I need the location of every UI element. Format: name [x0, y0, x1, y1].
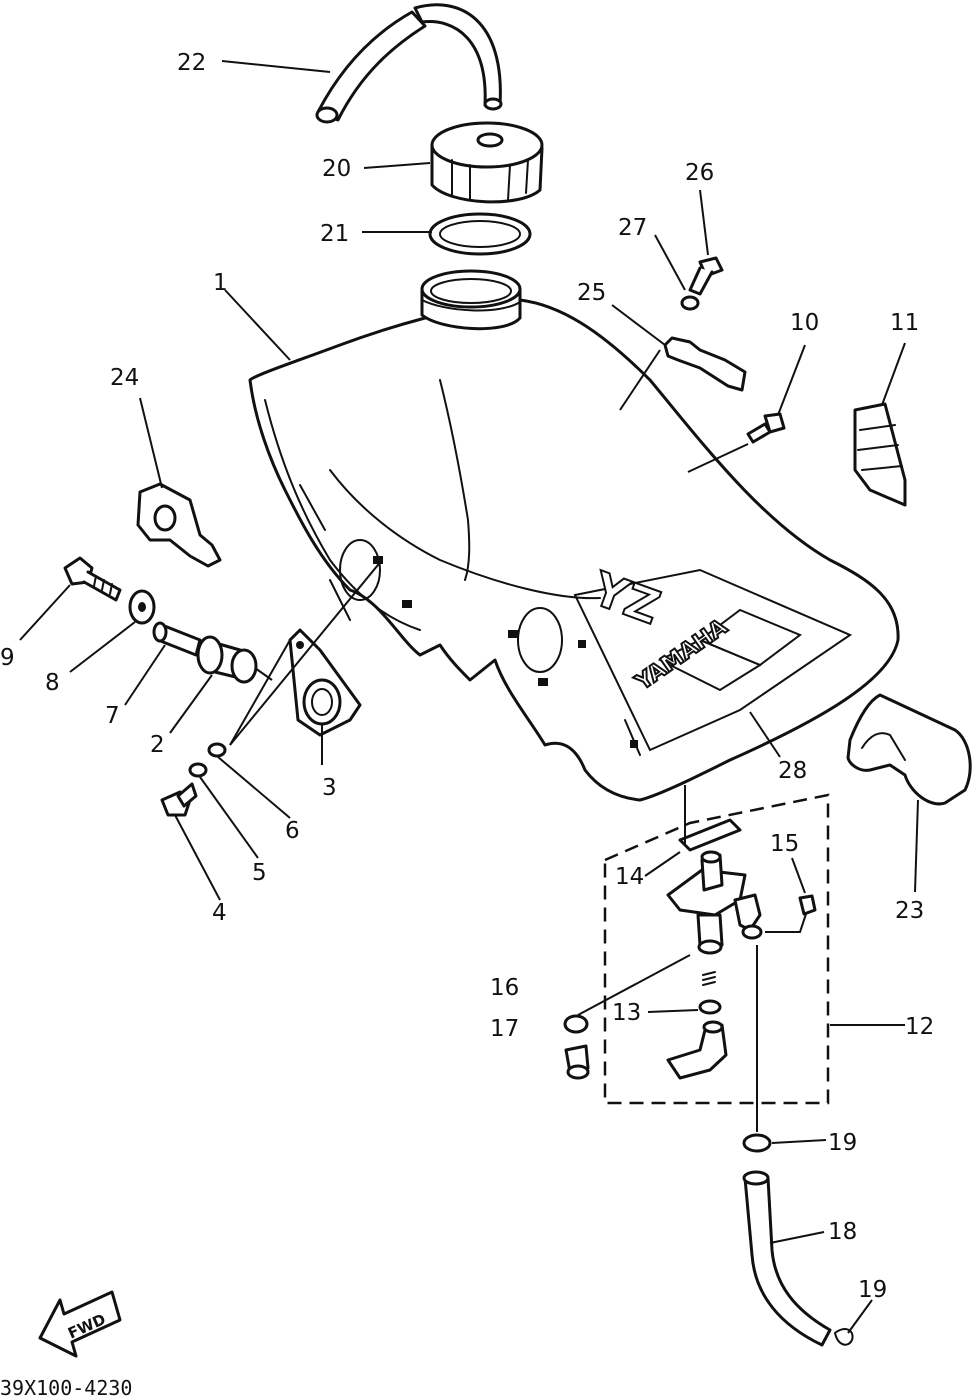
callout-22: 22: [177, 50, 206, 76]
callout-19-upper: 19: [828, 1130, 857, 1156]
callout-4: 4: [212, 900, 227, 926]
callout-14: 14: [615, 864, 644, 890]
part-fuel-cap: [430, 121, 544, 204]
part-washer-8: [128, 589, 156, 625]
forward-arrow: FWD: [38, 1290, 122, 1358]
part-bracket-3: [288, 628, 362, 737]
callout-25: 25: [577, 280, 606, 306]
part-fuel-hose: [742, 1170, 832, 1347]
part-washer-5: [188, 762, 208, 778]
part-cap-gasket: [428, 212, 532, 256]
part-tank-bracket: [663, 336, 747, 392]
part-bolt-9: [63, 556, 122, 602]
callout-6: 6: [285, 818, 300, 844]
part-fuel-tank: YZ YAMAHA: [248, 269, 900, 802]
part-side-cover: [846, 693, 972, 806]
part-bolt-4: [160, 782, 198, 817]
part-left-bracket: [136, 482, 222, 568]
callout-11: 11: [890, 310, 919, 336]
callout-1: 1: [213, 270, 228, 296]
callout-13: 13: [612, 1000, 641, 1026]
callout-18: 18: [828, 1219, 857, 1245]
callout-16: 16: [490, 975, 519, 1001]
callout-27: 27: [618, 215, 647, 241]
callout-12: 12: [905, 1014, 934, 1040]
callout-15: 15: [770, 831, 799, 857]
part-damper-2: [196, 635, 258, 684]
part-nut-6: [207, 742, 227, 758]
part-hose-clamp-lower: [833, 1328, 854, 1346]
callout-28: 28: [778, 758, 807, 784]
callout-labels: 1 2 3 4 5 6 7 8 9 10 11 12 13 14 15 16 1…: [0, 50, 934, 1303]
drawing-code: 39X100-4230: [0, 1376, 132, 1400]
part-fuel-cock-assembly: [563, 793, 830, 1105]
callout-7: 7: [105, 703, 120, 729]
part-mounting-bolt: [746, 412, 786, 444]
part-clip: [853, 402, 907, 507]
callout-10: 10: [790, 310, 819, 336]
callout-3: 3: [322, 775, 337, 801]
callout-23: 23: [895, 898, 924, 924]
callout-20: 20: [322, 156, 351, 182]
part-bolt-and-washer: [680, 256, 724, 311]
callout-26: 26: [685, 160, 714, 186]
callout-17: 17: [490, 1016, 519, 1042]
callout-8: 8: [45, 670, 60, 696]
part-hose-clamp-upper: [742, 1133, 772, 1153]
callout-24: 24: [110, 365, 139, 391]
callout-21: 21: [320, 221, 349, 247]
leader-lines: [19, 60, 919, 1334]
callout-2: 2: [150, 732, 165, 758]
callout-5: 5: [252, 860, 267, 886]
callout-9: 9: [0, 645, 15, 671]
callout-19-lower: 19: [858, 1277, 887, 1303]
part-vent-hose: [315, 3, 503, 124]
part-collar-7: [152, 621, 202, 657]
